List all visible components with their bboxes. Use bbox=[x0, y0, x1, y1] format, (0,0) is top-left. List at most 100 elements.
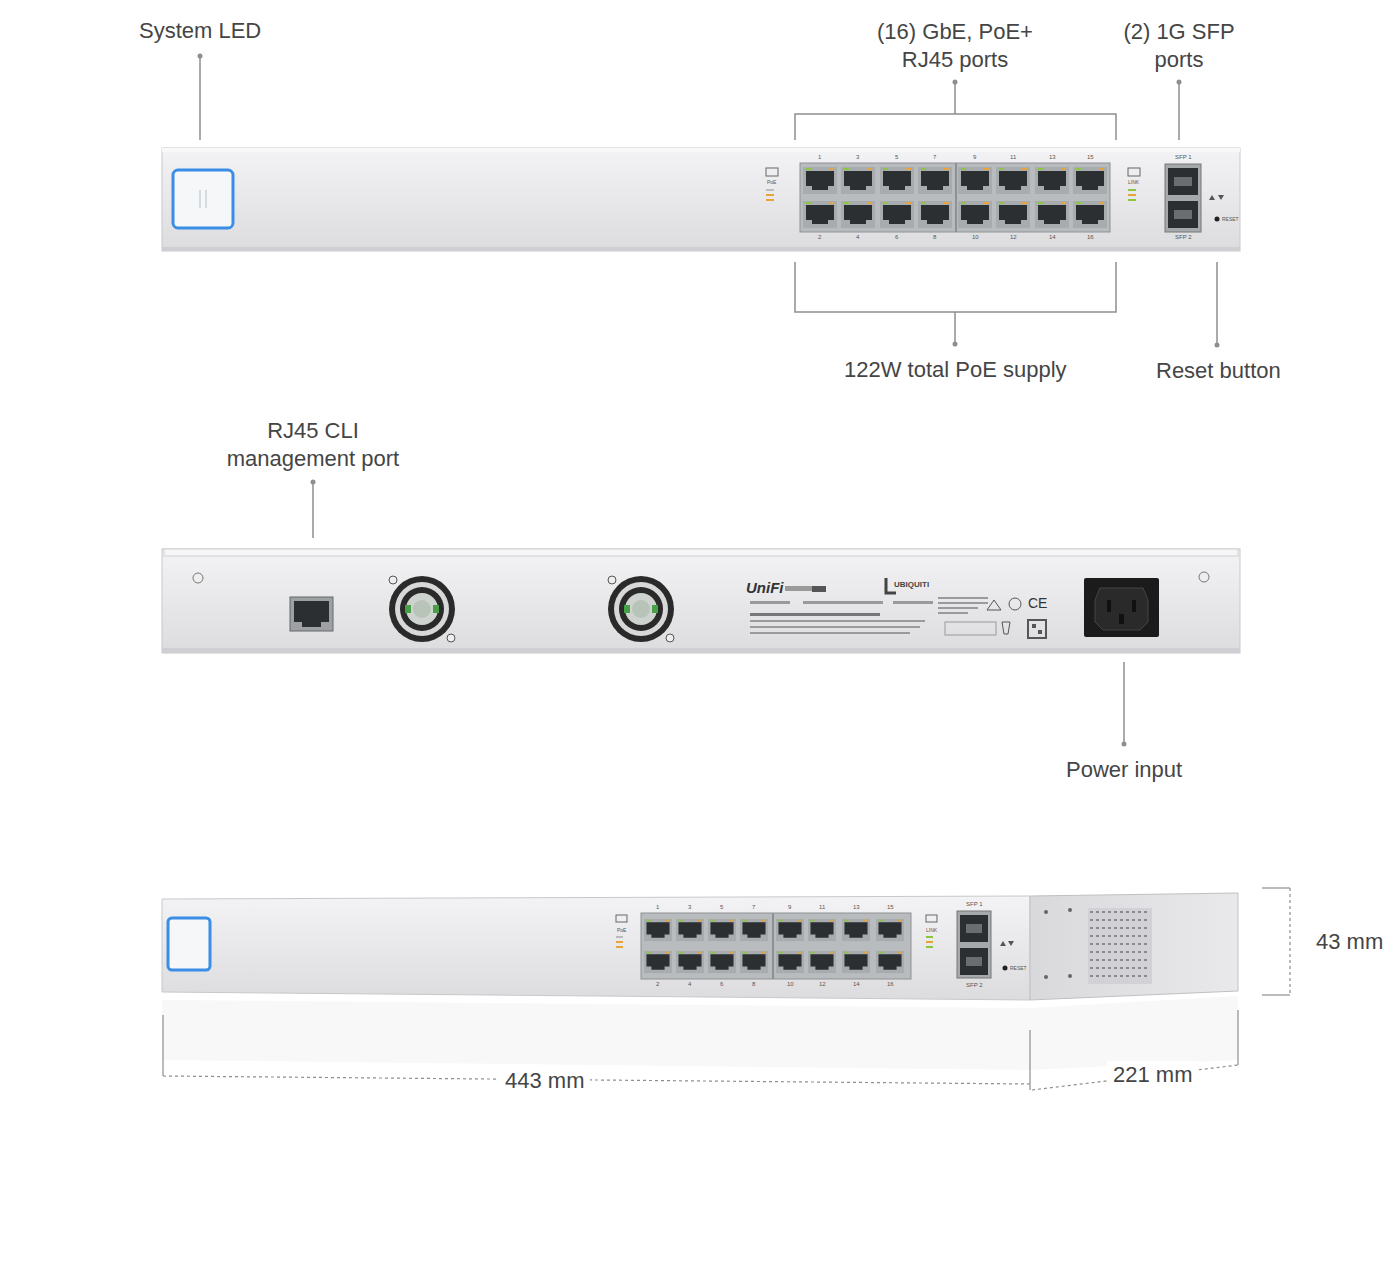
switch-illustration bbox=[1178, 82, 1180, 140]
switch-illustration bbox=[1002, 622, 1010, 634]
switch-illustration bbox=[616, 941, 623, 943]
switch-illustration bbox=[1168, 201, 1198, 228]
switch-illustration bbox=[938, 612, 968, 614]
switch-illustration bbox=[938, 607, 978, 609]
switch-illustration bbox=[290, 597, 333, 631]
dimension-label: 43 mm bbox=[1316, 928, 1383, 956]
switch-illustration bbox=[926, 941, 933, 943]
switch-illustration bbox=[1199, 572, 1209, 582]
port-label: SFP 1 bbox=[966, 901, 983, 909]
switch-illustration bbox=[795, 262, 1116, 312]
button-label: RESET bbox=[1010, 965, 1027, 971]
switch-illustration bbox=[1073, 167, 1107, 194]
switch-illustration bbox=[616, 936, 623, 938]
switch-illustration bbox=[1289, 888, 1290, 995]
switch-illustration bbox=[676, 951, 704, 973]
switch-illustration bbox=[740, 951, 768, 973]
port-number: 14 bbox=[1049, 234, 1056, 242]
switch-illustration bbox=[926, 936, 933, 938]
port-number: 2 bbox=[656, 981, 659, 989]
switch-illustration bbox=[162, 148, 1240, 251]
brand-logo: UBIQUITI bbox=[894, 580, 929, 590]
switch-illustration bbox=[616, 915, 627, 922]
switch-illustration bbox=[750, 632, 910, 634]
switch-illustration bbox=[708, 919, 736, 941]
port-number: 2 bbox=[818, 234, 821, 242]
brand-logo: UniFi bbox=[746, 579, 784, 598]
switch-illustration bbox=[1128, 189, 1136, 191]
switch-illustration bbox=[1216, 262, 1218, 345]
switch-illustration bbox=[772, 913, 774, 979]
switch-illustration bbox=[766, 194, 774, 196]
switch-illustration bbox=[163, 1076, 1030, 1084]
switch-illustration bbox=[795, 114, 1116, 140]
callout-label: (16) GbE, PoE+ RJ45 ports bbox=[865, 18, 1045, 73]
switch-illustration bbox=[1009, 598, 1021, 610]
switch-illustration bbox=[766, 189, 774, 191]
switch-illustration bbox=[938, 602, 988, 604]
port-number: 1 bbox=[818, 154, 821, 162]
switch-illustration bbox=[958, 201, 992, 228]
switch-illustration bbox=[945, 622, 996, 635]
switch-illustration bbox=[1044, 975, 1048, 979]
switch-illustration bbox=[876, 919, 904, 941]
port-number: 13 bbox=[853, 904, 860, 912]
switch-illustration bbox=[841, 201, 875, 228]
switch-illustration bbox=[800, 163, 1110, 232]
switch-illustration bbox=[776, 919, 804, 941]
switch-illustration bbox=[842, 919, 870, 941]
switch-illustration bbox=[954, 82, 956, 114]
port-label: SFP 1 bbox=[1175, 154, 1192, 162]
switch-illustration bbox=[966, 924, 982, 933]
switch-illustration bbox=[1107, 600, 1111, 612]
switch-illustration bbox=[193, 573, 203, 583]
switch-illustration bbox=[1044, 910, 1048, 914]
switch-illustration bbox=[841, 167, 875, 194]
switch-illustration bbox=[803, 601, 883, 604]
switch-illustration bbox=[1168, 168, 1198, 195]
switch-illustration bbox=[1262, 887, 1290, 888]
switch-illustration bbox=[1095, 588, 1148, 630]
switch-illustration bbox=[955, 163, 957, 232]
switch-illustration bbox=[1003, 966, 1008, 971]
switch-illustration bbox=[1122, 742, 1127, 747]
switch-illustration bbox=[808, 919, 836, 941]
switch-illustration bbox=[996, 201, 1030, 228]
switch-illustration bbox=[162, 996, 1238, 1070]
port-number: 9 bbox=[973, 154, 976, 162]
port-number: 6 bbox=[720, 981, 723, 989]
switch-illustration bbox=[996, 167, 1030, 194]
switch-illustration bbox=[1209, 195, 1224, 200]
switch-illustration bbox=[1035, 167, 1069, 194]
port-number: 7 bbox=[752, 904, 755, 912]
switch-illustration bbox=[162, 247, 1240, 251]
switch-illustration bbox=[1088, 908, 1152, 984]
switch-illustration bbox=[803, 201, 837, 228]
switch-illustration bbox=[953, 80, 958, 85]
switch-illustration bbox=[880, 201, 914, 228]
switch-illustration bbox=[750, 626, 920, 628]
switch-illustration bbox=[1073, 201, 1107, 228]
port-number: 6 bbox=[895, 234, 898, 242]
port-number: 1 bbox=[656, 904, 659, 912]
indicator-label: LINK bbox=[926, 927, 937, 933]
switch-illustration bbox=[1090, 959, 1150, 961]
switch-illustration bbox=[740, 919, 768, 941]
indicator-label: PoE bbox=[617, 927, 626, 933]
switch-illustration bbox=[1090, 967, 1150, 969]
switch-illustration bbox=[162, 648, 1240, 653]
switch-illustration bbox=[750, 586, 988, 634]
callout-label: System LED bbox=[139, 17, 261, 45]
switch-illustration bbox=[918, 167, 952, 194]
switch-illustration bbox=[198, 54, 1220, 348]
switch-illustration bbox=[1215, 217, 1220, 222]
switch-illustration bbox=[1132, 600, 1136, 612]
port-number: 14 bbox=[853, 981, 860, 989]
switch-illustration bbox=[812, 586, 826, 592]
switch-illustration bbox=[1032, 624, 1036, 628]
switch-illustration bbox=[311, 480, 1127, 747]
switch-illustration bbox=[199, 56, 201, 140]
switch-illustration bbox=[312, 482, 314, 538]
port-number: 8 bbox=[752, 981, 755, 989]
switch-illustration bbox=[200, 190, 206, 208]
